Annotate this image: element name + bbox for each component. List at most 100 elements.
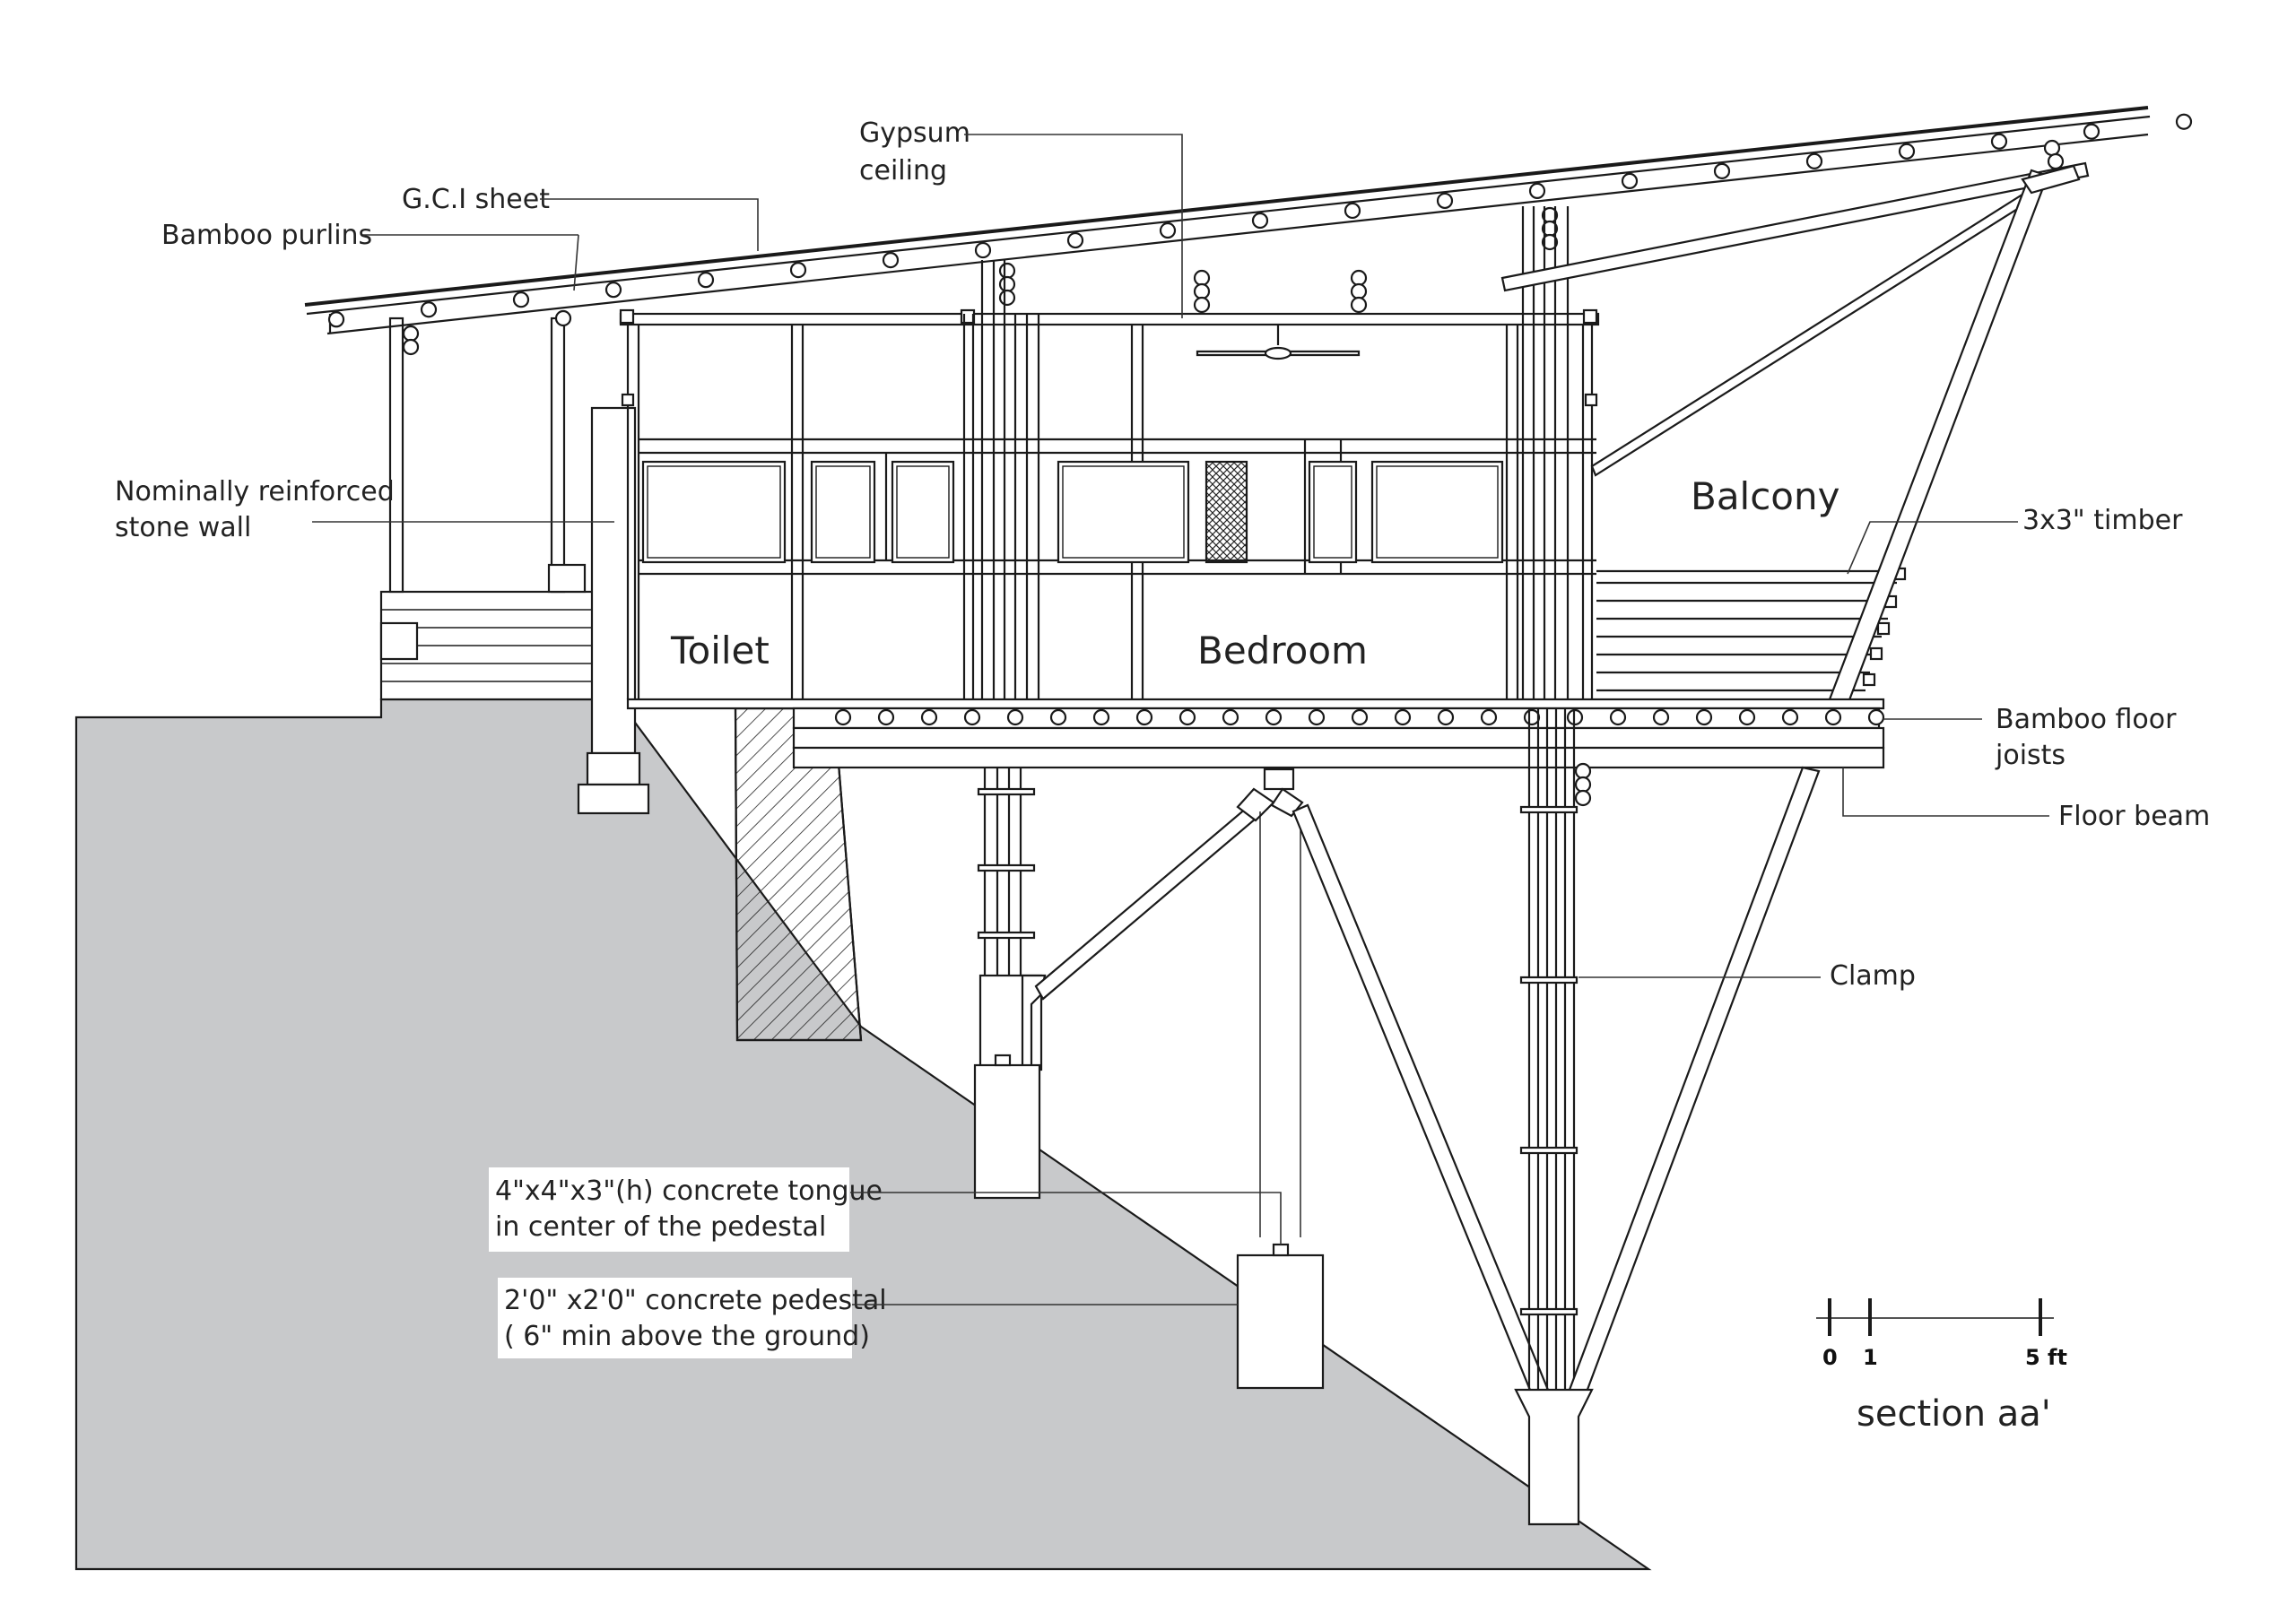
room-toilet: Toilet bbox=[670, 629, 770, 672]
column-clamp bbox=[1519, 1146, 1578, 1155]
bamboo-purlin bbox=[327, 311, 345, 328]
bamboo-stack bbox=[1541, 233, 1559, 251]
scale-tick-1: 1 bbox=[1863, 1345, 1878, 1370]
bamboo-floor-joist bbox=[1867, 708, 1885, 726]
bamboo-floor-joist bbox=[1049, 708, 1067, 726]
bamboo-purlin bbox=[697, 272, 715, 289]
gypsum-ceiling bbox=[619, 308, 1600, 326]
scale-tick-5: 5 ft bbox=[2025, 1345, 2067, 1370]
bamboo-stack bbox=[402, 325, 420, 343]
bamboo-purlins-label: Bamboo purlins bbox=[161, 220, 372, 251]
ceiling-fan bbox=[1196, 325, 1361, 360]
leader-lines bbox=[312, 134, 2049, 1305]
concrete-pedestal-label-2: ( 6" min above the ground) bbox=[504, 1321, 870, 1352]
bamboo-stack bbox=[1193, 269, 1211, 287]
roof bbox=[304, 106, 2193, 335]
bamboo-stack bbox=[998, 289, 1016, 307]
bamboo-floor-joist bbox=[1824, 708, 1842, 726]
bamboo-floor-joist bbox=[1523, 708, 1541, 726]
bamboo-purlin bbox=[1436, 192, 1454, 210]
gypsum-ceiling-label: Gypsum bbox=[859, 117, 970, 149]
bamboo-floor-joist bbox=[1006, 708, 1024, 726]
bamboo-purlin bbox=[1898, 143, 1916, 160]
column-clamp bbox=[1519, 1307, 1578, 1316]
bamboo-purlin bbox=[882, 251, 900, 269]
bamboo-floor-joist bbox=[834, 708, 852, 726]
bamboo-floor-joist bbox=[1351, 708, 1369, 726]
bamboo-floor-joist bbox=[920, 708, 938, 726]
bamboo-floor-joist bbox=[1394, 708, 1412, 726]
scale-bar: 0 1 5 ft bbox=[1816, 1298, 2067, 1370]
floor-beam-label: Floor beam bbox=[2058, 801, 2210, 832]
gci-sheet-label: G.C.I sheet bbox=[402, 184, 550, 215]
column-clamp bbox=[1519, 805, 1578, 814]
bamboo-floor-joist bbox=[1437, 708, 1455, 726]
bamboo-purlin bbox=[1066, 231, 1084, 249]
bamboo-stack bbox=[1193, 282, 1211, 300]
section-title: section aa' bbox=[1857, 1393, 2051, 1435]
floor-joists-label: Bamboo floor bbox=[1996, 704, 2177, 735]
porch-post bbox=[388, 317, 404, 594]
column-clamp bbox=[977, 931, 1036, 940]
bamboo-floor-joist bbox=[1609, 708, 1627, 726]
bamboo-stack bbox=[554, 309, 572, 327]
clamp-label: Clamp bbox=[1830, 960, 1916, 992]
bamboo-floor-joist bbox=[1092, 708, 1110, 726]
concrete-pedestal-label: 2'0" x2'0" concrete pedestal bbox=[504, 1285, 887, 1316]
bamboo-purlin bbox=[604, 282, 622, 299]
bamboo-stack bbox=[998, 262, 1016, 280]
bamboo-purlin bbox=[1713, 162, 1731, 179]
substructure bbox=[973, 708, 1821, 1526]
pedestal-label-box bbox=[498, 1278, 852, 1358]
bamboo-floor-joist bbox=[1574, 789, 1592, 807]
bamboo-stack bbox=[1350, 282, 1368, 300]
room-bedroom: Bedroom bbox=[1197, 629, 1368, 672]
bamboo-purlin bbox=[1528, 182, 1546, 200]
bamboo-floor-joist bbox=[1738, 708, 1756, 726]
bamboo-stack bbox=[402, 338, 420, 356]
bamboo-purlin bbox=[420, 301, 438, 318]
bamboo-floor-joist bbox=[877, 708, 895, 726]
floor-system bbox=[626, 698, 1885, 807]
column-clamp bbox=[977, 863, 1036, 872]
bamboo-floor-joist bbox=[1480, 708, 1498, 726]
column-clamp bbox=[1519, 976, 1578, 984]
bamboo-purlin bbox=[1159, 221, 1177, 239]
bamboo-stack bbox=[1350, 269, 1368, 287]
bamboo-floor-joist bbox=[1574, 776, 1592, 794]
bamboo-purlin bbox=[2083, 123, 2100, 140]
bamboo-floor-joist bbox=[1574, 762, 1592, 780]
bamboo-floor-joist bbox=[1781, 708, 1799, 726]
bamboo-stack bbox=[998, 275, 1016, 293]
bamboo-purlin bbox=[974, 241, 992, 259]
bamboo-purlin bbox=[512, 291, 530, 308]
entrance-steps bbox=[379, 590, 598, 701]
windows bbox=[641, 460, 1504, 564]
concrete-tongue-label: 4"x4"x3"(h) concrete tongue bbox=[495, 1175, 883, 1207]
bamboo-purlin bbox=[789, 262, 807, 279]
timber-label: 3x3" timber bbox=[2022, 505, 2183, 536]
bamboo-stack bbox=[1350, 296, 1368, 314]
bamboo-stack bbox=[1193, 296, 1211, 314]
tongue-label-box bbox=[489, 1167, 849, 1252]
bamboo-floor-joist bbox=[1135, 708, 1153, 726]
bamboo-column-bundles bbox=[962, 206, 1570, 699]
bamboo-purlin bbox=[1621, 172, 1639, 189]
roof-braces bbox=[1500, 161, 2090, 707]
bamboo-floor-joist bbox=[1695, 708, 1713, 726]
concrete-tongue-label-2: in center of the pedestal bbox=[495, 1211, 826, 1243]
bamboo-stack bbox=[2047, 152, 2065, 170]
floor-joists-label-2: joists bbox=[1995, 740, 2066, 771]
bamboo-purlin bbox=[1251, 212, 1269, 230]
bamboo-purlin bbox=[1344, 202, 1361, 220]
bamboo-purlin bbox=[1805, 152, 1823, 169]
bamboo-floor-joist bbox=[1265, 708, 1283, 726]
bamboo-floor-joist bbox=[1308, 708, 1326, 726]
ground-slope bbox=[74, 698, 1652, 1571]
bamboo-purlin bbox=[1990, 133, 2008, 150]
bamboo-floor-joist bbox=[1178, 708, 1196, 726]
column-clamp bbox=[977, 787, 1036, 796]
bamboo-floor-joist bbox=[1652, 708, 1670, 726]
stone-wall-label: Nominally reinforced bbox=[115, 476, 395, 507]
